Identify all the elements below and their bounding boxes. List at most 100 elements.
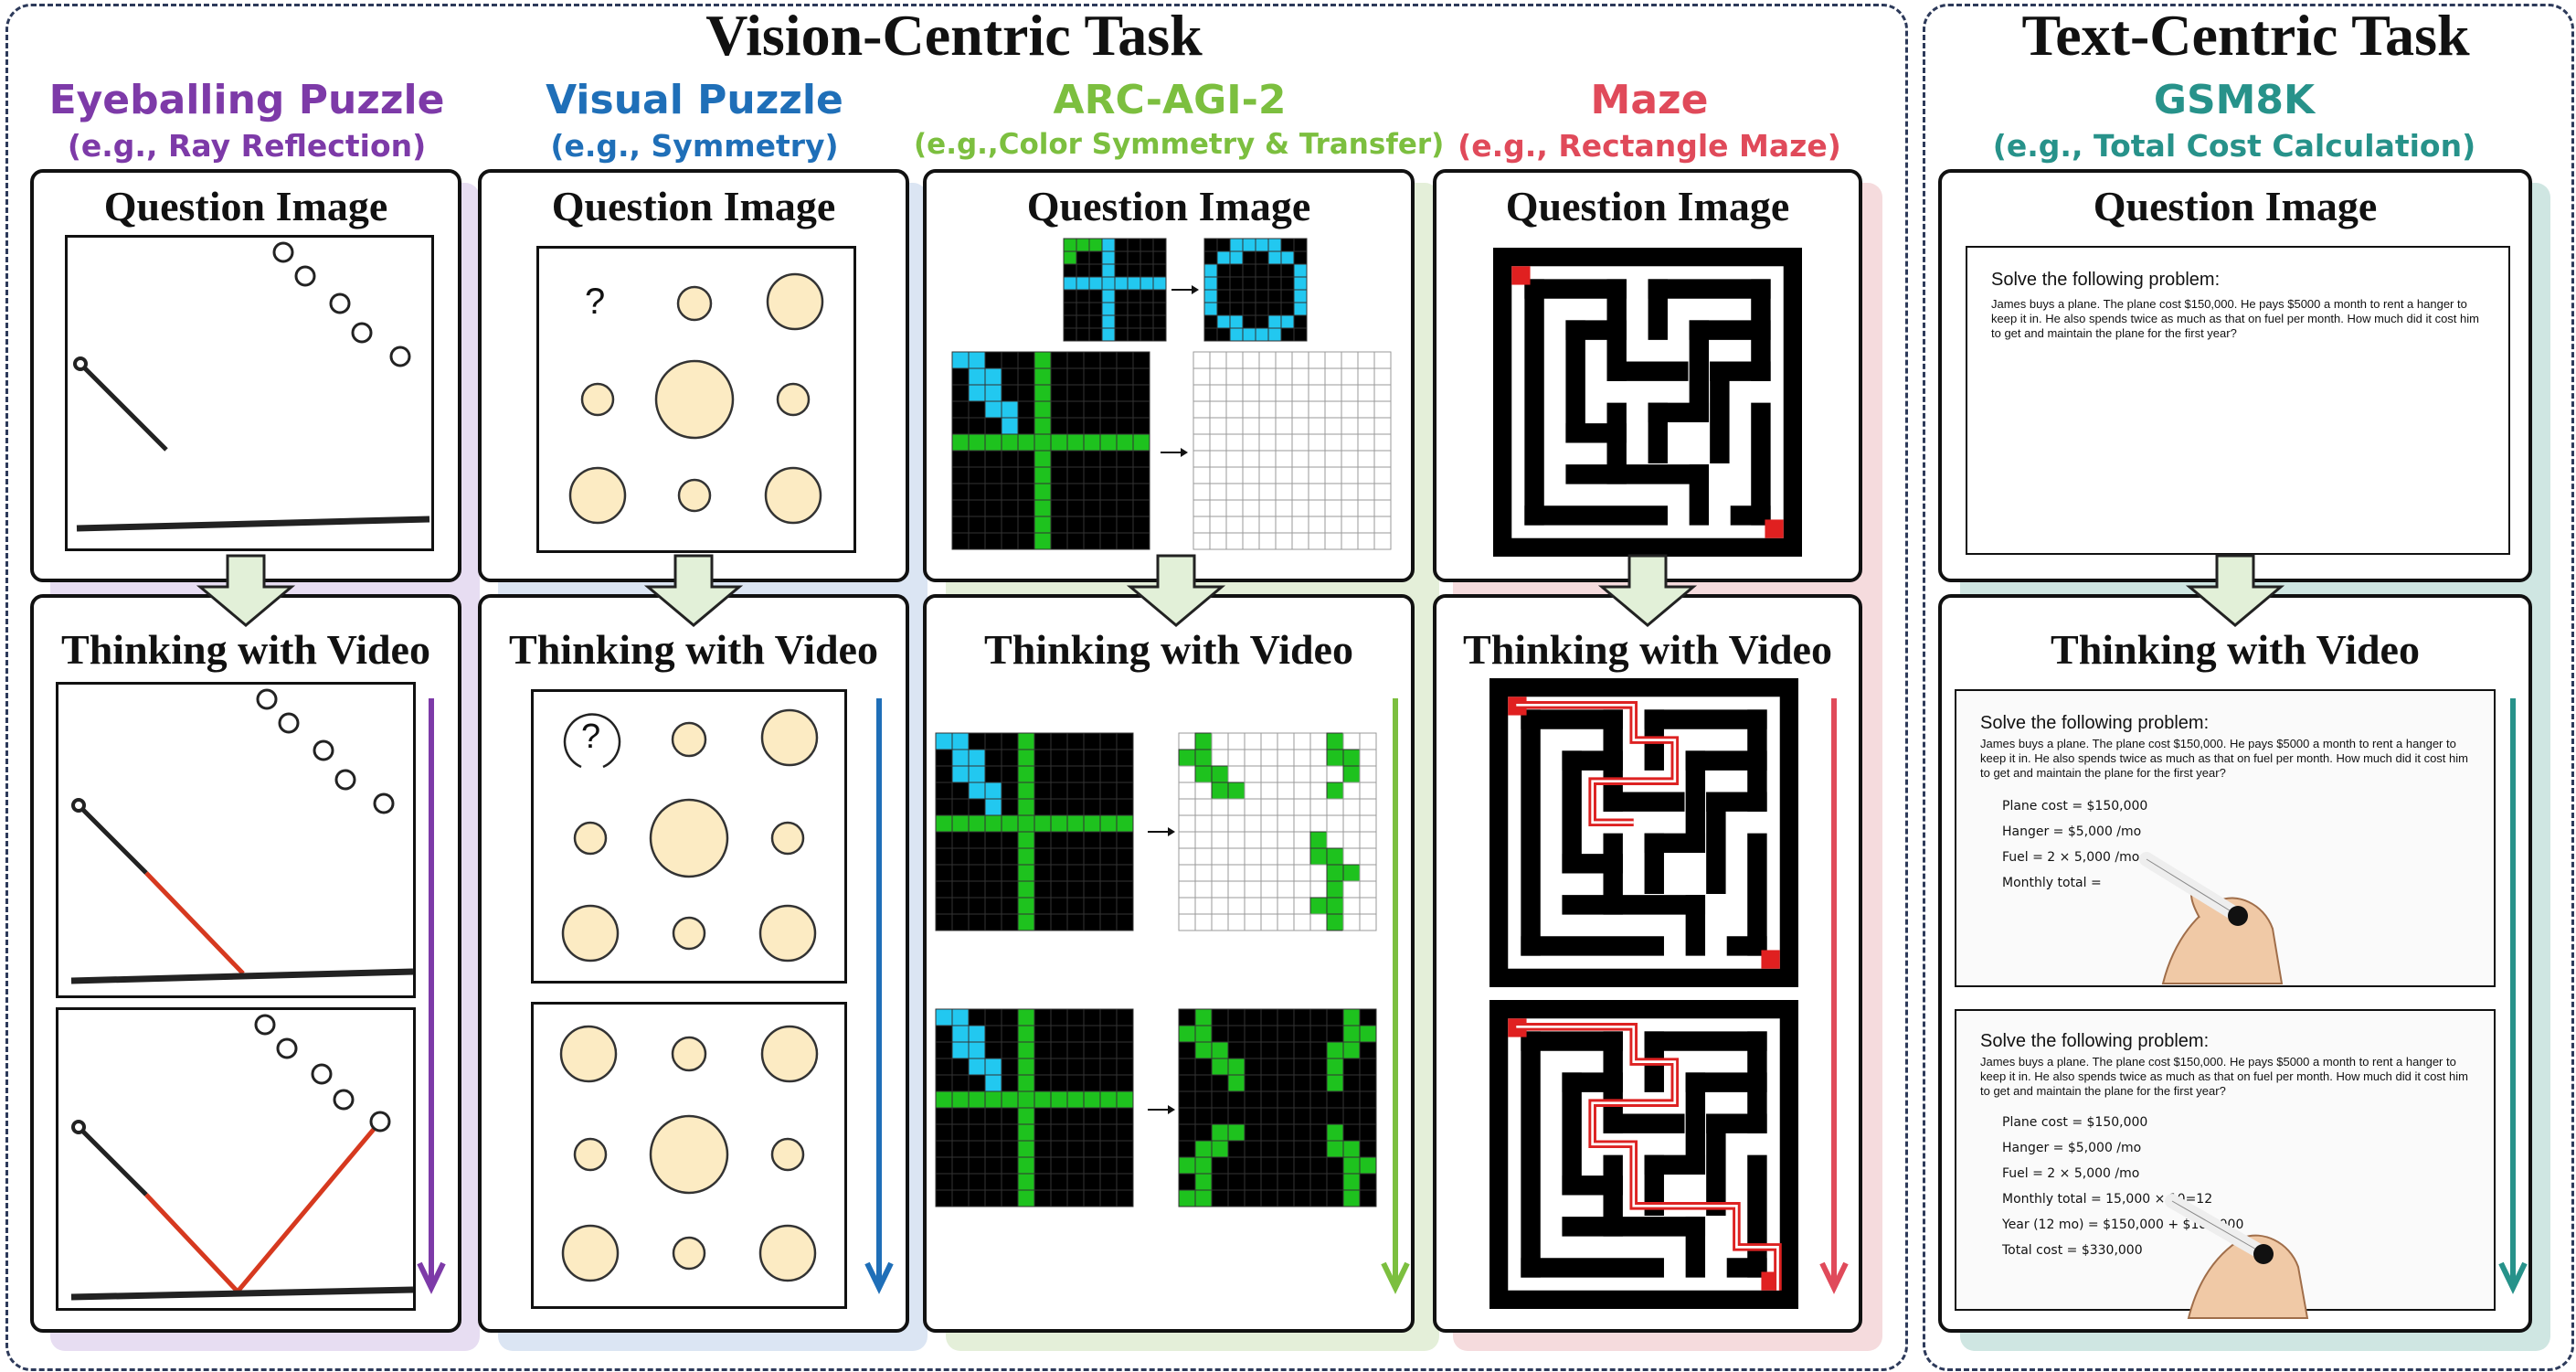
arc-cell	[1342, 1140, 1361, 1158]
arc-cell	[935, 864, 953, 882]
arc-cell	[1050, 483, 1068, 501]
arc-cell	[968, 400, 986, 419]
arc-cell	[1260, 897, 1278, 915]
arc-cell	[968, 1107, 986, 1125]
arc-cell	[1209, 516, 1227, 534]
arc-cell	[1116, 351, 1134, 369]
problem-text: James buys a plane. The plane cost $150,…	[1991, 297, 2479, 340]
arc-cell	[1227, 798, 1246, 816]
arc-cell	[1341, 516, 1359, 534]
arc-cell	[1211, 1008, 1229, 1026]
arc-cell	[1116, 749, 1134, 767]
arc-cell	[1178, 749, 1196, 767]
arc-cell	[1342, 831, 1361, 849]
arc-cell	[1342, 782, 1361, 800]
arc-cell	[1001, 847, 1019, 866]
arc-cell	[1275, 450, 1293, 468]
arc-cell	[1216, 263, 1231, 278]
question-mark: ?	[585, 282, 606, 322]
arc-cell	[1050, 1140, 1068, 1158]
arc-cell	[951, 897, 970, 915]
gsm8k-question-image: Solve the following problem: James buys …	[1966, 246, 2510, 555]
arc-cell	[1293, 314, 1308, 329]
arc-cell	[1242, 314, 1256, 329]
arc-cell	[1309, 814, 1328, 833]
problem-text: James buys a plane. The plane cost $150,…	[1980, 737, 2468, 780]
arc-cell	[984, 913, 1002, 931]
arc-cell	[1359, 732, 1377, 750]
arc-thinking-panel: Thinking with Video	[923, 594, 1415, 1333]
arc-cell	[1359, 814, 1377, 833]
arc-cell	[1050, 1173, 1068, 1191]
arc-cell	[1244, 913, 1262, 931]
arc-cell	[1017, 499, 1035, 517]
step-line: Year (12 mo) = $150,000 + $180,000	[2002, 1218, 2244, 1232]
arc-cell	[1178, 913, 1196, 931]
arc-cell	[1034, 913, 1052, 931]
arc-cell	[1227, 1173, 1246, 1191]
arc-cell	[1114, 327, 1129, 342]
arc-cell	[1309, 1090, 1328, 1109]
arc-cell	[1227, 1041, 1246, 1059]
arc-cell	[1342, 913, 1361, 931]
arc-cell	[1293, 1140, 1311, 1158]
arc-cell	[1017, 749, 1035, 767]
arc-cell	[1193, 499, 1211, 517]
arc-cell	[1083, 417, 1101, 435]
arc-cell	[1326, 1058, 1344, 1076]
arc-cell	[1359, 1123, 1377, 1142]
arc-cell	[984, 516, 1002, 534]
arc-cell	[984, 1123, 1002, 1142]
text-centric-group	[1923, 4, 2574, 1371]
arc-cell	[1083, 897, 1101, 915]
arc-cell	[1308, 384, 1326, 402]
arc-cell	[968, 897, 986, 915]
arc-cell	[935, 880, 953, 899]
arc-cell	[1140, 302, 1154, 316]
arc-cell	[1326, 814, 1344, 833]
arc-cell	[1194, 880, 1213, 899]
arc-cell	[1225, 516, 1244, 534]
arc-cell	[1194, 847, 1213, 866]
arc-cell	[1260, 831, 1278, 849]
arc-cell	[1099, 367, 1118, 386]
arc-cell	[1341, 433, 1359, 452]
panel-title: Thinking with Video	[1463, 626, 1832, 673]
arc-cell	[1326, 798, 1344, 816]
arc-cell	[1114, 276, 1129, 291]
arc-cell	[1324, 384, 1342, 402]
arc-cell	[1050, 433, 1068, 452]
arc-cell	[1132, 400, 1150, 419]
arc-cell	[1357, 384, 1375, 402]
arc-cell	[1034, 1025, 1052, 1043]
arc-cell	[1193, 400, 1211, 419]
arc-cell	[1050, 1074, 1068, 1092]
arc-cell	[1203, 250, 1218, 265]
arc-cell	[1017, 1090, 1035, 1109]
arc-cell	[1116, 1107, 1134, 1125]
arc-cell	[1359, 880, 1377, 899]
arc-cell	[1178, 831, 1196, 849]
arc-cell	[951, 450, 970, 468]
arc-cell	[1309, 897, 1328, 915]
arc-cell	[1244, 1058, 1262, 1076]
arc-cell	[1066, 1173, 1085, 1191]
arc-cell	[1244, 1156, 1262, 1175]
arc-cell	[1275, 483, 1293, 501]
arc-cell	[1140, 276, 1154, 291]
arc-cell	[1194, 1189, 1213, 1207]
arc-cell	[1267, 250, 1282, 265]
arc-cell	[1260, 765, 1278, 783]
arc-cell	[1373, 351, 1392, 369]
arc-cell	[1359, 749, 1377, 767]
arc-cell	[984, 1156, 1002, 1175]
arc-cell	[1260, 1025, 1278, 1043]
arc-cell	[1066, 1041, 1085, 1059]
arc-cell	[1275, 466, 1293, 484]
arc-cell	[1001, 499, 1019, 517]
arc-cell	[1275, 433, 1293, 452]
arc-cell	[1227, 1107, 1246, 1125]
arc-cell	[1309, 847, 1328, 866]
arc-cell	[1211, 1140, 1229, 1158]
arc-cell	[1001, 732, 1019, 750]
